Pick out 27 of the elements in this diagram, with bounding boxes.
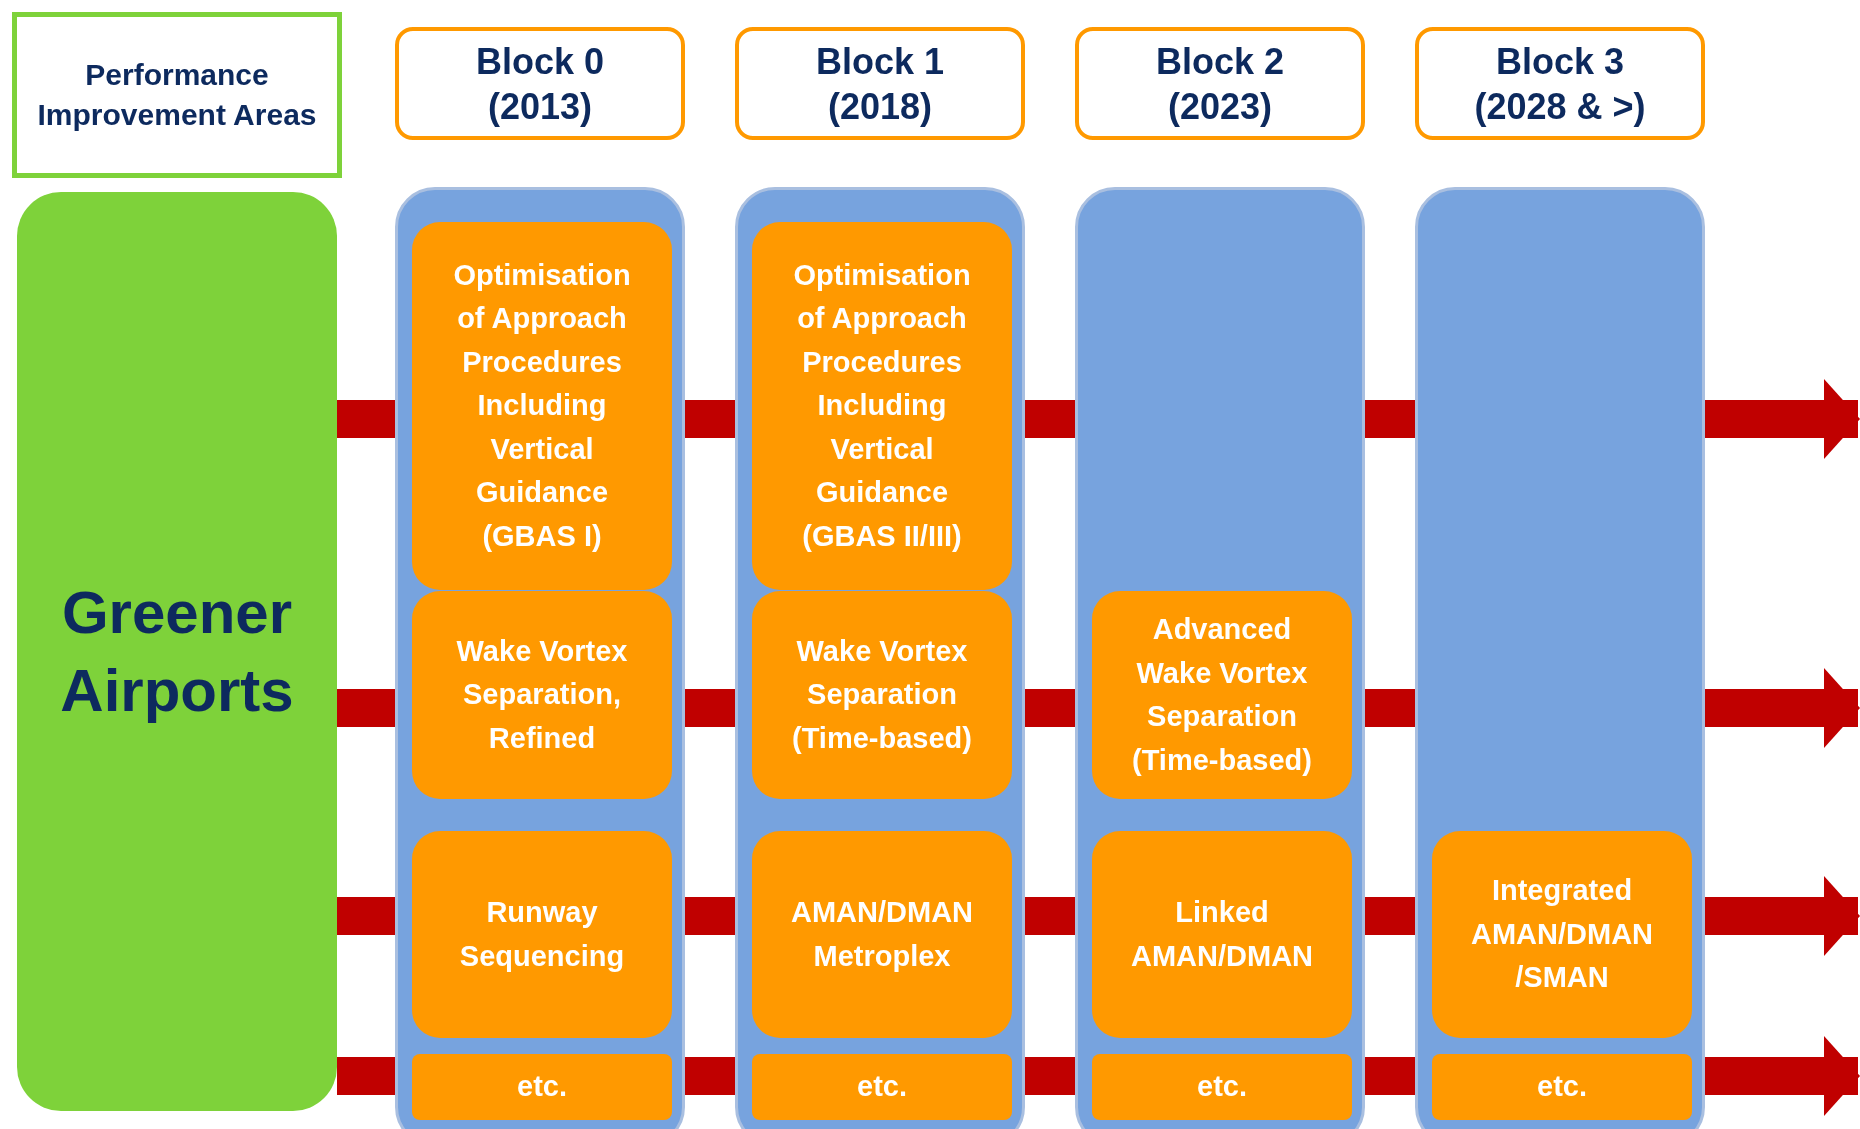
capability-box: Optimisation of Approach Procedures Including Vertical Guidance (GBAS II/III)	[752, 222, 1012, 590]
block-column	[395, 187, 685, 1129]
capability-box: Wake Vortex Separation, Refined	[412, 591, 672, 799]
capability-box: etc.	[412, 1054, 672, 1120]
area-panel: Greener Airports	[17, 192, 337, 1111]
capability-box: Linked AMAN/DMAN	[1092, 831, 1352, 1038]
capability-box: AMAN/DMAN Metroplex	[752, 831, 1012, 1038]
capability-box: Wake Vortex Separation (Time-based)	[752, 591, 1012, 799]
capability-box: Optimisation of Approach Procedures Including Vertical Guidance (GBAS I)	[412, 222, 672, 590]
arrow	[1705, 379, 1860, 459]
block-column	[1415, 187, 1705, 1129]
capability-box: etc.	[752, 1054, 1012, 1120]
capability-box: Integrated AMAN/DMAN /SMAN	[1432, 831, 1692, 1038]
arrow	[1705, 876, 1860, 956]
block-header-box: Block 3 (2028 & >)	[1415, 27, 1705, 140]
block-header-box: Block 2 (2023)	[1075, 27, 1365, 140]
capability-box: etc.	[1092, 1054, 1352, 1120]
block-column	[1075, 187, 1365, 1129]
capability-box: etc.	[1432, 1054, 1692, 1120]
capability-box: Runway Sequencing	[412, 831, 672, 1038]
block-column	[735, 187, 1025, 1129]
block-header-box: Block 0 (2013)	[395, 27, 685, 140]
arrow	[1705, 1036, 1860, 1116]
capability-box: Advanced Wake Vortex Separation (Time-based)	[1092, 591, 1352, 799]
block-header-box: Block 1 (2018)	[735, 27, 1025, 140]
arrow	[1705, 668, 1860, 748]
area-header-box: Performance Improvement Areas	[12, 12, 342, 178]
